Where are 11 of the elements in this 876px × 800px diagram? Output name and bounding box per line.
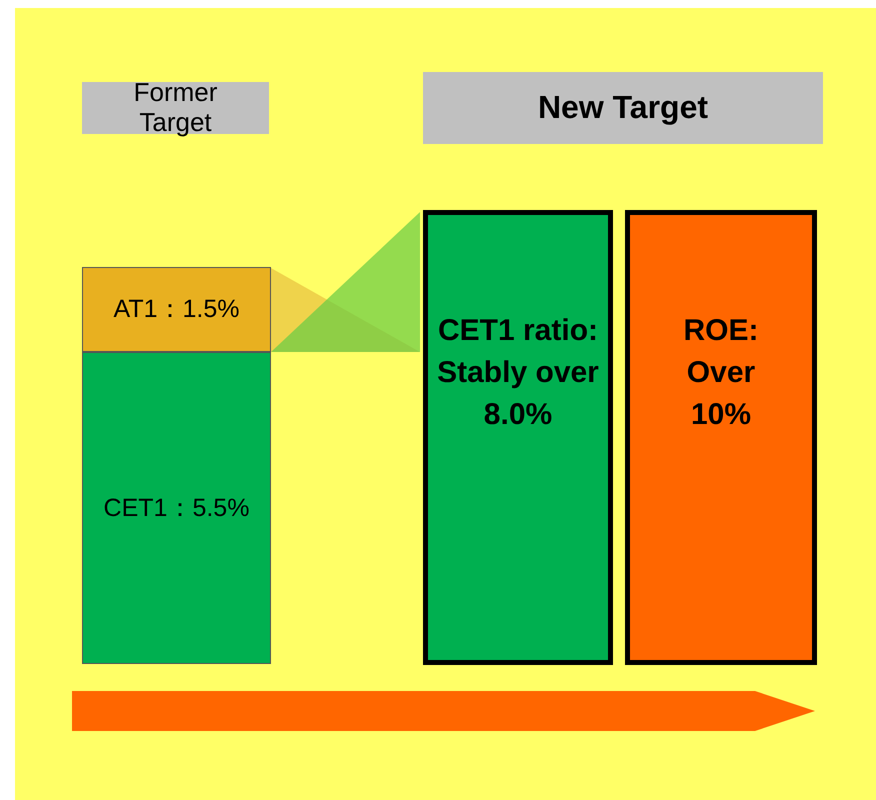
value-label: AT1：1.5% [114, 294, 240, 325]
target-box [423, 210, 613, 665]
value-label: CET1 ratio: Stably over 8.0% [436, 312, 600, 432]
target-box [625, 210, 817, 665]
heading-text: New Target [538, 90, 708, 126]
stacked-segment [82, 352, 271, 664]
heading-band [423, 72, 823, 144]
value-label: CET1：5.5% [104, 492, 250, 524]
heading-text: Former Target [132, 78, 218, 138]
stacked-segment [82, 267, 271, 352]
value-label: ROE: Over 10% [682, 312, 760, 432]
